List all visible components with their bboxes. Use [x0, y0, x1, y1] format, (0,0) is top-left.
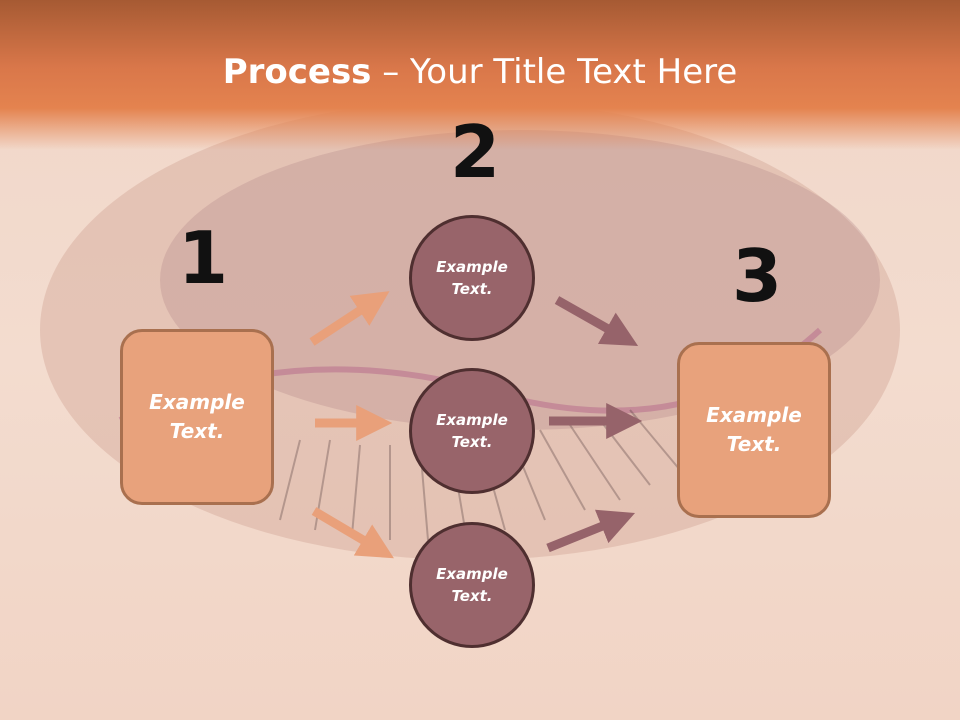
arrow-left-to-top — [309, 291, 390, 346]
slide-title: Process – Your Title Text Here — [0, 52, 960, 92]
title-bold: Process — [222, 52, 372, 92]
title-rest: – Your Title Text Here — [371, 52, 738, 92]
step-number-2: 2 — [450, 110, 501, 194]
arrow-left-to-bottom — [311, 507, 394, 559]
left-box[interactable]: Example Text. — [120, 329, 274, 505]
right-box-text: Example Text. — [706, 403, 802, 456]
left-box-text: Example Text. — [149, 390, 245, 443]
title-bar — [0, 0, 960, 150]
circle-top-text: Example Text. — [436, 257, 508, 299]
circle-top[interactable]: Example Text. — [409, 215, 535, 341]
circle-middle[interactable]: Example Text. — [409, 368, 535, 494]
circle-bottom-text: Example Text. — [436, 564, 508, 606]
arrow-top-to-right — [554, 296, 639, 346]
right-box[interactable]: Example Text. — [677, 342, 831, 518]
step-number-1: 1 — [178, 216, 229, 300]
circle-middle-text: Example Text. — [436, 410, 508, 452]
arrow-bottom-to-right — [546, 509, 636, 553]
circle-bottom[interactable]: Example Text. — [409, 522, 535, 648]
step-number-3: 3 — [732, 234, 783, 318]
